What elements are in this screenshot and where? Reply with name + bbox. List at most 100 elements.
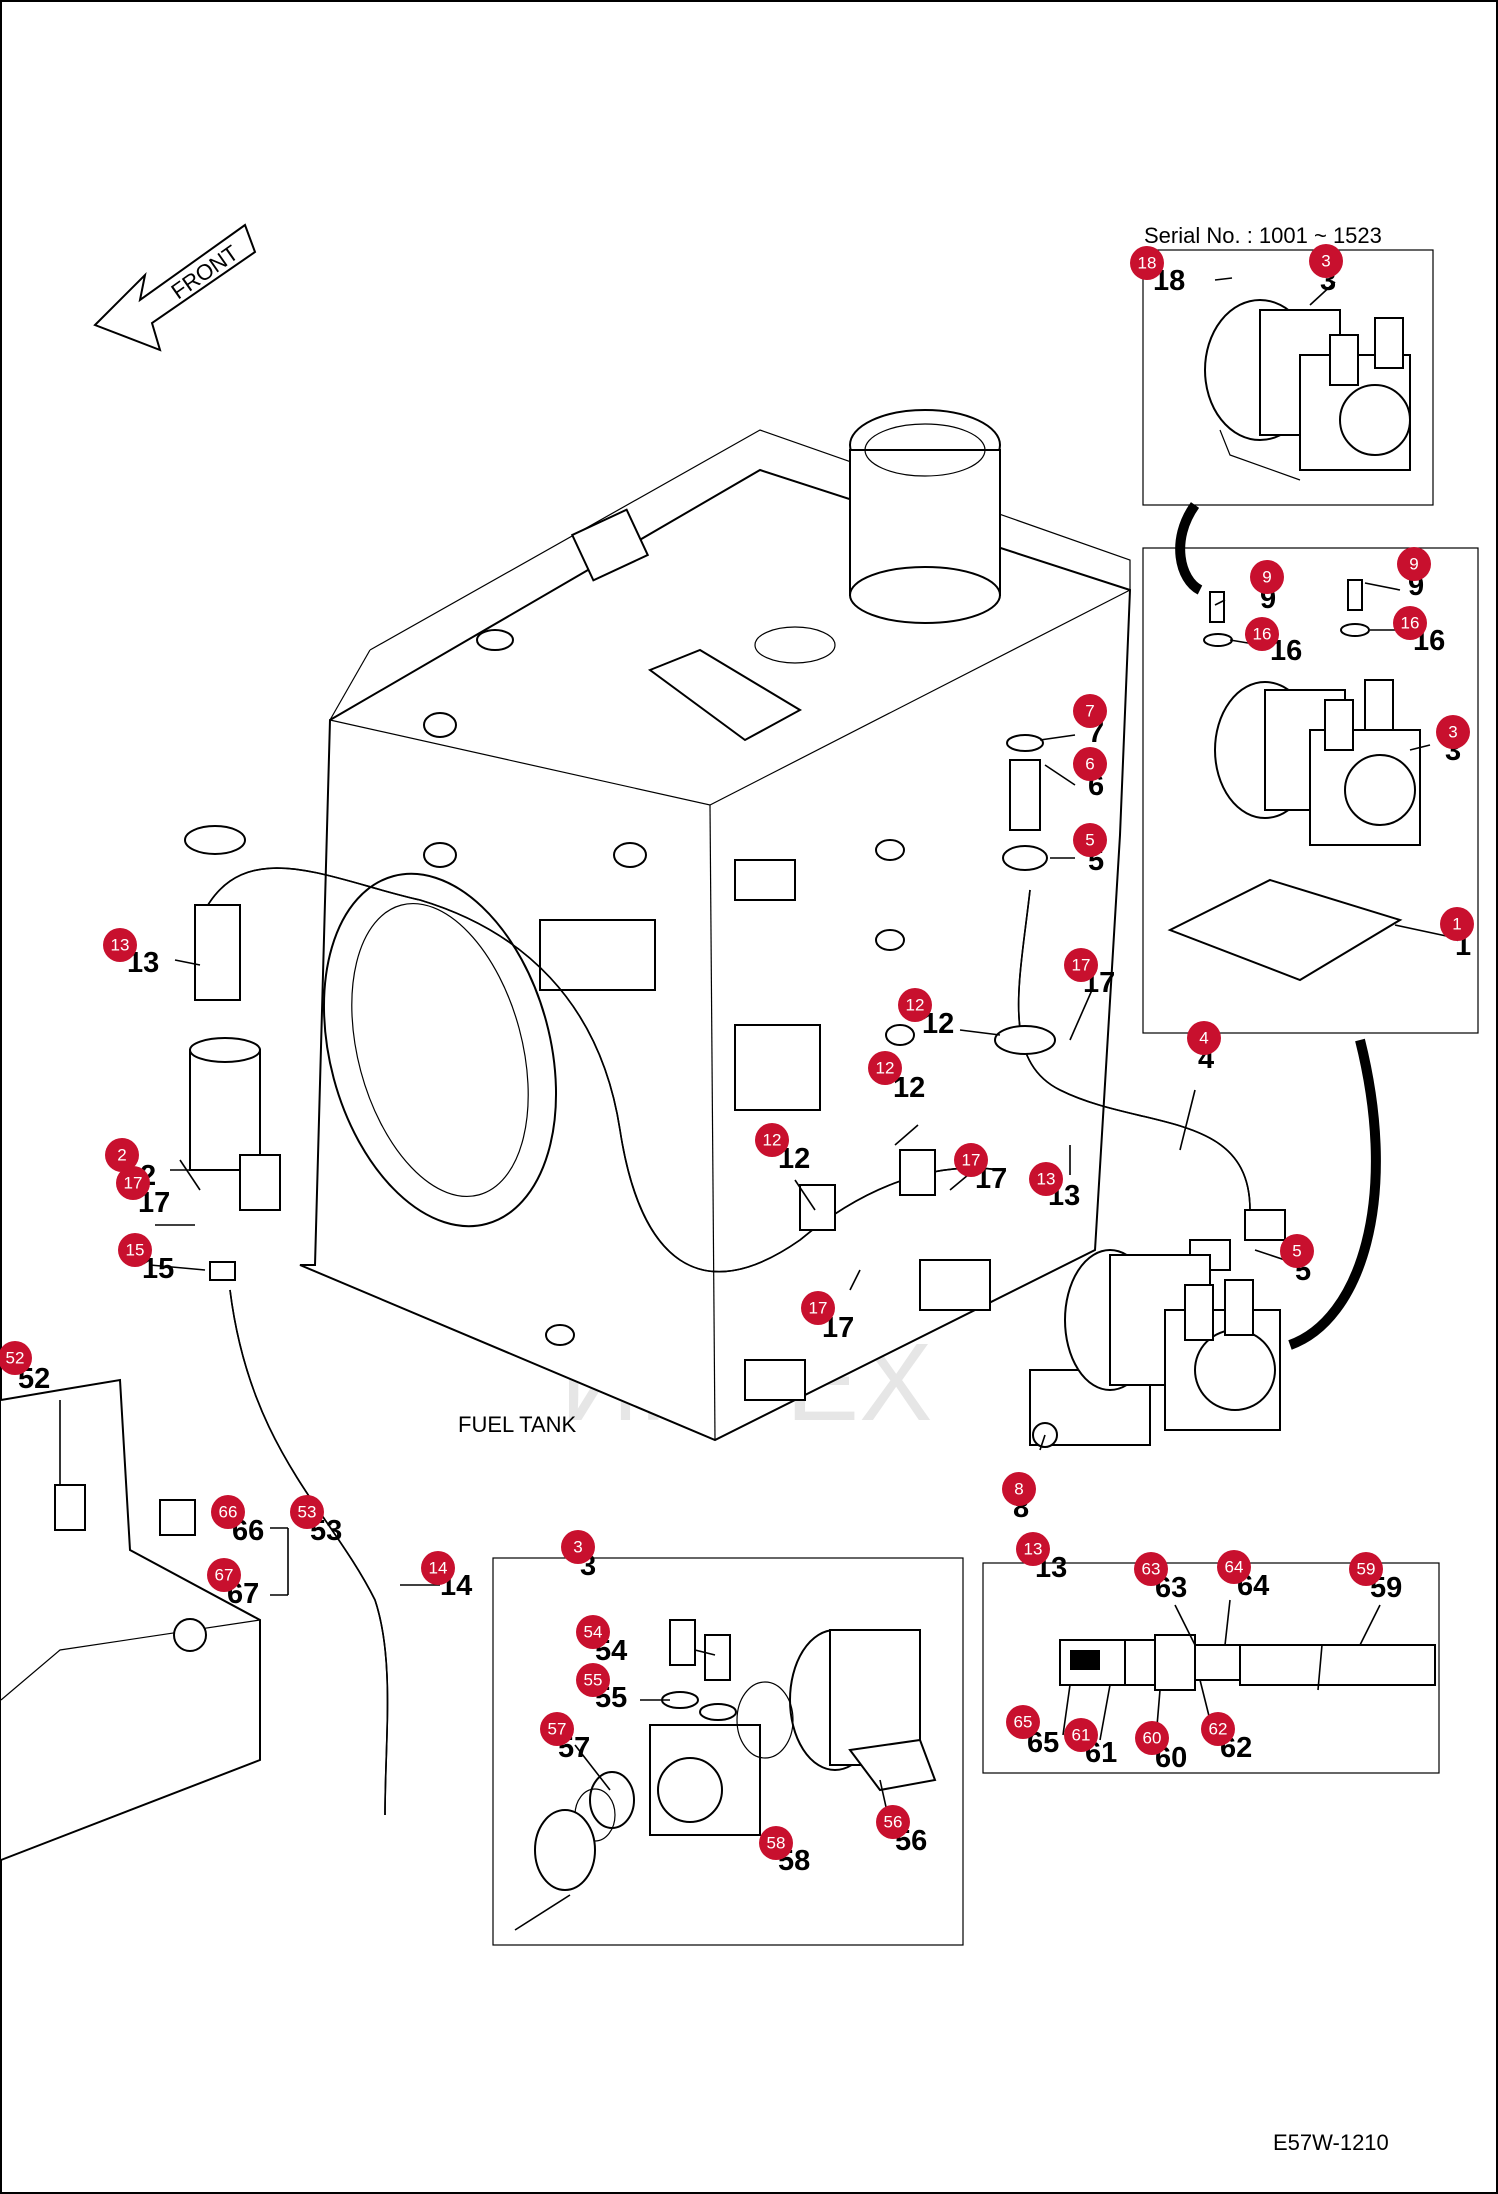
pump-exploded-inset [492,1557,964,1946]
frame-left-partial [0,1378,289,1861]
svg-text:9: 9 [1262,568,1271,587]
callout-badge[interactable]: 13 [1029,1162,1063,1196]
connector-inset [982,1562,1440,1774]
svg-text:16: 16 [1401,614,1420,633]
callout-badge[interactable]: 55 [576,1663,610,1697]
callout-badge[interactable]: 12 [755,1123,789,1157]
connector-curve [1175,502,1203,595]
callout-badge[interactable]: 52 [0,1341,32,1375]
svg-text:63: 63 [1142,1560,1161,1579]
svg-text:9: 9 [1409,555,1418,574]
callout-badge[interactable]: 59 [1349,1552,1383,1586]
svg-text:18: 18 [1138,254,1157,273]
front-arrow-icon: FRONT [93,223,257,352]
callout-badge[interactable]: 66 [211,1495,245,1529]
drawing-number: E57W-1210 [1273,2130,1389,2155]
fuel-tank-label: FUEL TANK [458,1412,577,1437]
callout-badge[interactable]: 3 [1436,715,1470,749]
svg-text:3: 3 [1448,723,1457,742]
callout-badge[interactable]: 15 [118,1233,152,1267]
fuel-sender-assembly [184,825,281,1281]
connector-curve [1288,1038,1381,1350]
svg-text:17: 17 [962,1151,981,1170]
svg-text:59: 59 [1357,1560,1376,1579]
callout-badge[interactable]: 1 [1440,907,1474,941]
svg-text:15: 15 [126,1241,145,1260]
svg-text:64: 64 [1225,1558,1244,1577]
callout-badge[interactable]: 56 [876,1805,910,1839]
callout-badge[interactable]: 64 [1217,1550,1251,1584]
callout-badge[interactable]: 63 [1134,1552,1168,1586]
callout-badge[interactable]: 54 [576,1615,610,1649]
svg-text:8: 8 [1014,1480,1023,1499]
callout-badge[interactable]: 17 [801,1291,835,1325]
svg-text:17: 17 [809,1299,828,1318]
callout-badge[interactable]: 6 [1073,747,1107,781]
callout-badge[interactable]: 13 [1016,1532,1050,1566]
svg-text:5: 5 [1085,831,1094,850]
svg-text:1: 1 [1452,915,1461,934]
callout-badge[interactable]: 9 [1250,560,1284,594]
mount-inset [1142,547,1479,1034]
callout-badge[interactable]: 8 [1002,1472,1036,1506]
svg-text:13: 13 [111,936,130,955]
svg-text:67: 67 [215,1566,234,1585]
callout-badge[interactable]: 12 [868,1051,902,1085]
callout-badge[interactable]: 58 [759,1826,793,1860]
callout-badge[interactable]: 9 [1397,547,1431,581]
callout-badge[interactable]: 13 [103,928,137,962]
svg-text:60: 60 [1143,1729,1162,1748]
callouts: 18 3 9 9 16 16 3 1 7 6 5 17 12 12 12 13 … [0,244,1474,1860]
callout-badge[interactable]: 65 [1006,1705,1040,1739]
fuel-pump-main [1029,1249,1281,1448]
callout-badge[interactable]: 17 [954,1143,988,1177]
serial-label: Serial No. : 1001 ~ 1523 [1144,223,1382,248]
callout-badge[interactable]: 16 [1393,606,1427,640]
callout-badge[interactable]: 16 [1245,617,1279,651]
svg-text:65: 65 [1014,1713,1033,1732]
callout-badge[interactable]: 57 [540,1712,574,1746]
callout-badge[interactable]: 14 [421,1551,455,1585]
callout-badge[interactable]: 18 [1130,246,1164,280]
svg-text:13: 13 [1037,1170,1056,1189]
svg-text:3: 3 [573,1538,582,1557]
svg-text:56: 56 [884,1813,903,1832]
svg-text:55: 55 [584,1671,603,1690]
svg-text:5: 5 [1292,1242,1301,1261]
callout-badge[interactable]: 3 [561,1530,595,1564]
svg-text:16: 16 [1253,625,1272,644]
callout-badge[interactable]: 67 [207,1558,241,1592]
callout-badge[interactable]: 61 [1064,1718,1098,1752]
callout-badge[interactable]: 2 [105,1138,139,1172]
callout-badge[interactable]: 60 [1135,1721,1169,1755]
svg-text:62: 62 [1209,1720,1228,1739]
callout-badge[interactable]: 12 [898,988,932,1022]
fuel-tank: FUEL TANK [299,409,1132,1442]
svg-text:4: 4 [1199,1029,1208,1048]
callout-badge[interactable]: 17 [1064,948,1098,982]
callout-badge[interactable]: 7 [1073,694,1107,728]
callout-badge[interactable]: 53 [290,1495,324,1529]
svg-text:61: 61 [1072,1726,1091,1745]
svg-text:66: 66 [219,1503,238,1522]
callout-badge[interactable]: 62 [1201,1712,1235,1746]
callout-badge[interactable]: 17 [116,1166,150,1200]
svg-text:2: 2 [117,1146,126,1165]
svg-text:17: 17 [124,1174,143,1193]
svg-text:57: 57 [548,1720,567,1739]
svg-text:12: 12 [763,1131,782,1150]
callout-badge[interactable]: 4 [1187,1021,1221,1055]
svg-text:3: 3 [1321,252,1330,271]
svg-text:12: 12 [876,1059,895,1078]
svg-text:7: 7 [1085,702,1094,721]
callout-badge[interactable]: 5 [1073,823,1107,857]
svg-text:12: 12 [906,996,925,1015]
callout-badge[interactable]: 3 [1309,244,1343,278]
svg-text:14: 14 [429,1559,448,1578]
svg-text:13: 13 [1024,1540,1043,1559]
svg-text:6: 6 [1085,755,1094,774]
serial-inset: Serial No. : 1001 ~ 1523 [1142,223,1434,506]
callout-badge[interactable]: 5 [1280,1234,1314,1268]
